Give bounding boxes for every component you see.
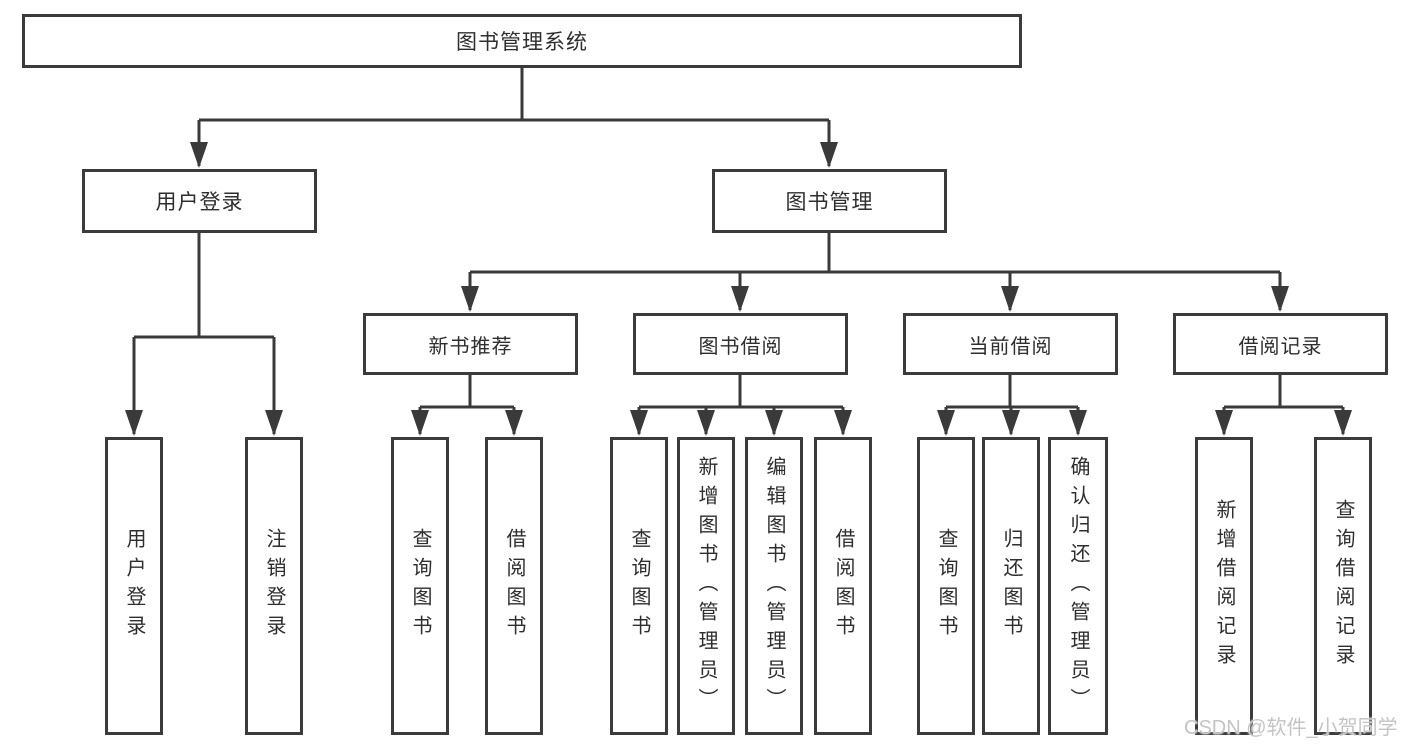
- arrowhead-icon: [1002, 410, 1020, 436]
- leaf-query-borrow-record: 查询借阅记录: [1314, 437, 1372, 735]
- leaf-edit-book-admin: 编辑图书（管理员）: [745, 437, 803, 735]
- arrowhead-icon: [1334, 410, 1352, 436]
- arrowhead-icon: [765, 410, 783, 436]
- node-label: 图书管理系统: [456, 31, 588, 54]
- arrowhead-icon: [125, 410, 143, 436]
- arrowhead-icon: [697, 410, 715, 436]
- node-label: 用户登录: [155, 191, 244, 214]
- leaf-borrow-books-2: 借阅图书: [814, 437, 872, 735]
- node-book-borrow: 图书借阅: [633, 313, 848, 375]
- arrowhead-icon: [190, 142, 208, 168]
- arrowhead-icon: [411, 410, 429, 436]
- node-label: 图书管理: [785, 191, 874, 214]
- node-label: 确认归还（管理员）: [1067, 455, 1089, 717]
- arrowheads: [125, 142, 1352, 436]
- connector-user-login: [132, 233, 276, 434]
- connector-book-mgmt: [468, 233, 1282, 310]
- node-label: 新增借阅记录: [1213, 499, 1235, 673]
- arrowhead-icon: [505, 410, 523, 436]
- arrowhead-icon: [731, 286, 749, 312]
- connector-records: [1222, 375, 1345, 434]
- node-label: 编辑图书（管理员）: [763, 455, 785, 717]
- node-label: 查询借阅记录: [1332, 499, 1354, 673]
- node-label: 当前借阅: [968, 335, 1053, 358]
- arrowhead-icon: [461, 286, 479, 312]
- node-borrow-records: 借阅记录: [1173, 313, 1388, 375]
- leaf-query-books-1: 查询图书: [391, 437, 449, 735]
- node-user-login: 用户登录: [82, 169, 317, 233]
- leaf-query-books-3: 查询图书: [917, 437, 975, 735]
- node-library-system: 图书管理系统: [22, 14, 1022, 68]
- leaf-return-book: 归还图书: [982, 437, 1040, 735]
- node-current-borrow: 当前借阅: [903, 313, 1118, 375]
- connector-new-books: [418, 375, 516, 434]
- leaf-logout: 注销登录: [245, 437, 303, 735]
- node-book-management: 图书管理: [712, 169, 947, 233]
- leaf-borrow-books-1: 借阅图书: [485, 437, 543, 735]
- node-label: 查询图书: [935, 528, 957, 644]
- arrowhead-icon: [265, 410, 283, 436]
- node-label: 借阅图书: [503, 528, 525, 644]
- arrowhead-icon: [937, 410, 955, 436]
- arrowhead-icon: [1001, 286, 1019, 312]
- node-label: 新增图书（管理员）: [695, 455, 717, 717]
- leaf-add-borrow-record: 新增借阅记录: [1195, 437, 1253, 735]
- node-label: 归还图书: [1000, 528, 1022, 644]
- node-label: 借阅图书: [832, 528, 854, 644]
- connector-borrow: [637, 375, 845, 434]
- arrowhead-icon: [1069, 410, 1087, 436]
- node-label: 查询图书: [409, 528, 431, 644]
- node-new-book-recommend: 新书推荐: [363, 313, 578, 375]
- node-label: 查询图书: [628, 528, 650, 644]
- node-label: 注销登录: [263, 528, 285, 644]
- arrowhead-icon: [1215, 410, 1233, 436]
- leaf-query-books-2: 查询图书: [610, 437, 668, 735]
- leaf-add-book-admin: 新增图书（管理员）: [677, 437, 735, 735]
- leaf-user-login: 用户登录: [105, 437, 163, 735]
- arrowhead-icon: [834, 410, 852, 436]
- node-label: 用户登录: [123, 528, 145, 644]
- node-label: 图书借阅: [698, 335, 783, 358]
- node-label: 新书推荐: [428, 335, 513, 358]
- arrowhead-icon: [820, 142, 838, 168]
- connector-root: [197, 68, 831, 166]
- arrowhead-icon: [630, 410, 648, 436]
- leaf-confirm-return-admin: 确认归还（管理员）: [1048, 437, 1108, 735]
- node-label: 借阅记录: [1238, 335, 1323, 358]
- arrowhead-icon: [1271, 286, 1289, 312]
